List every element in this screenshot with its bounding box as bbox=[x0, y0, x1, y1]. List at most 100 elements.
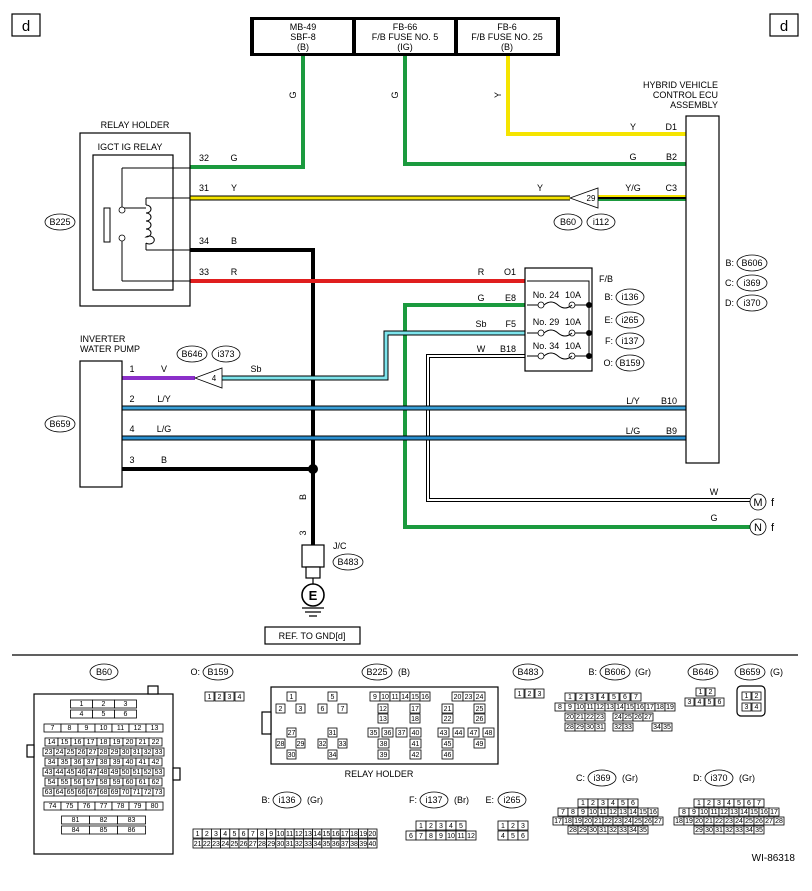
wire-sb bbox=[222, 331, 527, 380]
fuse-2-line1: FB-66 bbox=[393, 22, 418, 32]
b60-pin-29: 29 bbox=[111, 749, 119, 756]
b60-tab-right bbox=[172, 767, 181, 781]
b606-pin-4: 4 bbox=[601, 694, 605, 701]
b606-pin-13: 13 bbox=[606, 704, 614, 711]
i136-pin-1: 1 bbox=[196, 831, 200, 838]
b225-pin-3: 3 bbox=[299, 706, 303, 713]
hdr-oval-b659 bbox=[734, 663, 766, 681]
fb-fuse-29-element bbox=[543, 329, 573, 337]
hdr-b659-id: B659 bbox=[739, 667, 760, 677]
i369-pin-31: 31 bbox=[599, 827, 607, 834]
document-id: WI-86318 bbox=[752, 853, 796, 864]
b60-pin-13-cell bbox=[145, 723, 164, 733]
ecu-connector-refs: B: B606 C: i369 D: i370 bbox=[725, 254, 768, 312]
b606-pin-3-cell bbox=[586, 692, 598, 702]
b646-pin-3: 3 bbox=[688, 699, 692, 706]
b225-pin-31-cell bbox=[327, 727, 338, 738]
fb-conn-key-f: F: bbox=[605, 336, 613, 346]
b225-pin-37: 37 bbox=[398, 730, 406, 737]
fb-conn-oval-b bbox=[615, 288, 645, 306]
b225-pin-21-cell bbox=[441, 703, 454, 714]
i370-pin-5: 5 bbox=[737, 800, 741, 807]
b225-pin-46-cell bbox=[441, 749, 454, 760]
wire-g-ecu-b2 bbox=[403, 55, 686, 166]
i370-pin-11: 11 bbox=[710, 809, 717, 816]
b646-pin-6-cell bbox=[714, 697, 725, 707]
relay-pin-31: 31 bbox=[199, 183, 209, 193]
wire-label-ly-ecu: L/Y bbox=[626, 396, 640, 406]
b225-pin-10: 10 bbox=[381, 694, 389, 701]
b606-pin-20: 20 bbox=[566, 714, 574, 721]
pump-pin-3: 3 bbox=[129, 455, 134, 465]
ecu-conn-i369: i369 bbox=[743, 278, 760, 288]
b159-pin-3-cell bbox=[224, 691, 235, 702]
i370-pin-33: 33 bbox=[735, 827, 743, 834]
i370-pin-9: 9 bbox=[692, 809, 696, 816]
hdr-b646-id: B646 bbox=[692, 667, 713, 677]
b60-latch bbox=[147, 685, 159, 695]
b225-pin-33-cell bbox=[337, 738, 348, 749]
oval-b225 bbox=[44, 213, 76, 231]
i136-pin-9: 9 bbox=[269, 831, 273, 838]
b60-pin-3-cell bbox=[114, 699, 137, 709]
b60-pin-25: 25 bbox=[67, 749, 75, 756]
b60-pin-20: 20 bbox=[126, 739, 134, 746]
i369-pin-28: 28 bbox=[569, 827, 577, 834]
b606-pin-25: 25 bbox=[624, 714, 632, 721]
i136-pin-23: 23 bbox=[212, 841, 220, 848]
hdr-b606-suffix: (Gr) bbox=[635, 667, 651, 677]
i136-pin-8: 8 bbox=[260, 831, 264, 838]
offpage-m-letter: M bbox=[753, 497, 762, 509]
i136-pin-36: 36 bbox=[332, 841, 340, 848]
b646-pin-5-cell bbox=[704, 697, 715, 707]
i136-pin-39: 39 bbox=[359, 841, 367, 848]
i370-pin-7-cell bbox=[753, 798, 765, 808]
hdr-b606-id: B606 bbox=[604, 667, 625, 677]
b225-pin-13-cell bbox=[377, 713, 389, 724]
b483-pin-1: 1 bbox=[518, 691, 522, 698]
ground-symbol bbox=[301, 583, 325, 607]
i137-pin-5: 5 bbox=[459, 823, 463, 830]
b225-pin-27-cell bbox=[286, 727, 297, 738]
corner-label-right: d bbox=[780, 18, 788, 35]
fb-connector-refs: B: i136 E: i265 F: i137 O: B159 bbox=[603, 288, 645, 372]
b225-pin-42-cell bbox=[409, 749, 422, 760]
b60-pin-75: 75 bbox=[66, 803, 74, 810]
b606-pin-7-cell bbox=[630, 692, 642, 702]
i369-pin-16: 16 bbox=[649, 809, 657, 816]
i369-pin-33: 33 bbox=[619, 827, 627, 834]
b60-pin-10: 10 bbox=[100, 725, 108, 732]
i370-pin-32: 32 bbox=[725, 827, 733, 834]
offpage-n-letter: N bbox=[754, 522, 762, 534]
b60-pin-51: 51 bbox=[133, 769, 141, 776]
b60-pin-24: 24 bbox=[56, 749, 64, 756]
b225-pin-22-cell bbox=[441, 713, 454, 724]
hdr-oval-b159 bbox=[202, 663, 234, 681]
jc-label: J/C bbox=[333, 541, 347, 551]
b159-pin-4: 4 bbox=[238, 694, 242, 701]
ecu-pin-b2: B2 bbox=[666, 152, 677, 162]
b60-pin-64: 64 bbox=[56, 789, 64, 796]
fb-conn-b159: B159 bbox=[619, 358, 640, 368]
b606-pin-9: 9 bbox=[568, 704, 572, 711]
i370-pin-24: 24 bbox=[735, 818, 743, 825]
hdr-i369-prefix: C: bbox=[576, 773, 585, 783]
b225-pin-25: 25 bbox=[476, 706, 484, 713]
hdr-oval-b606 bbox=[599, 663, 631, 681]
fb-conn-oval-e bbox=[615, 311, 645, 329]
b659-body bbox=[736, 685, 766, 717]
b225-pin-2-cell bbox=[275, 703, 286, 714]
i137-pin-7: 7 bbox=[419, 833, 423, 840]
i369-pin-35: 35 bbox=[639, 827, 647, 834]
b606-pin-16: 16 bbox=[636, 704, 644, 711]
wire-label-y-31b: Y bbox=[537, 183, 543, 193]
hdr-b60-id: B60 bbox=[96, 667, 112, 677]
wires bbox=[122, 55, 750, 545]
i369-pin-34: 34 bbox=[629, 827, 637, 834]
b606-pin-28: 28 bbox=[566, 724, 574, 731]
b225-pin-27: 27 bbox=[288, 730, 296, 737]
hdr-oval-i370 bbox=[704, 769, 734, 787]
corner-box-right bbox=[769, 13, 799, 37]
b225-pin-44: 44 bbox=[455, 730, 463, 737]
